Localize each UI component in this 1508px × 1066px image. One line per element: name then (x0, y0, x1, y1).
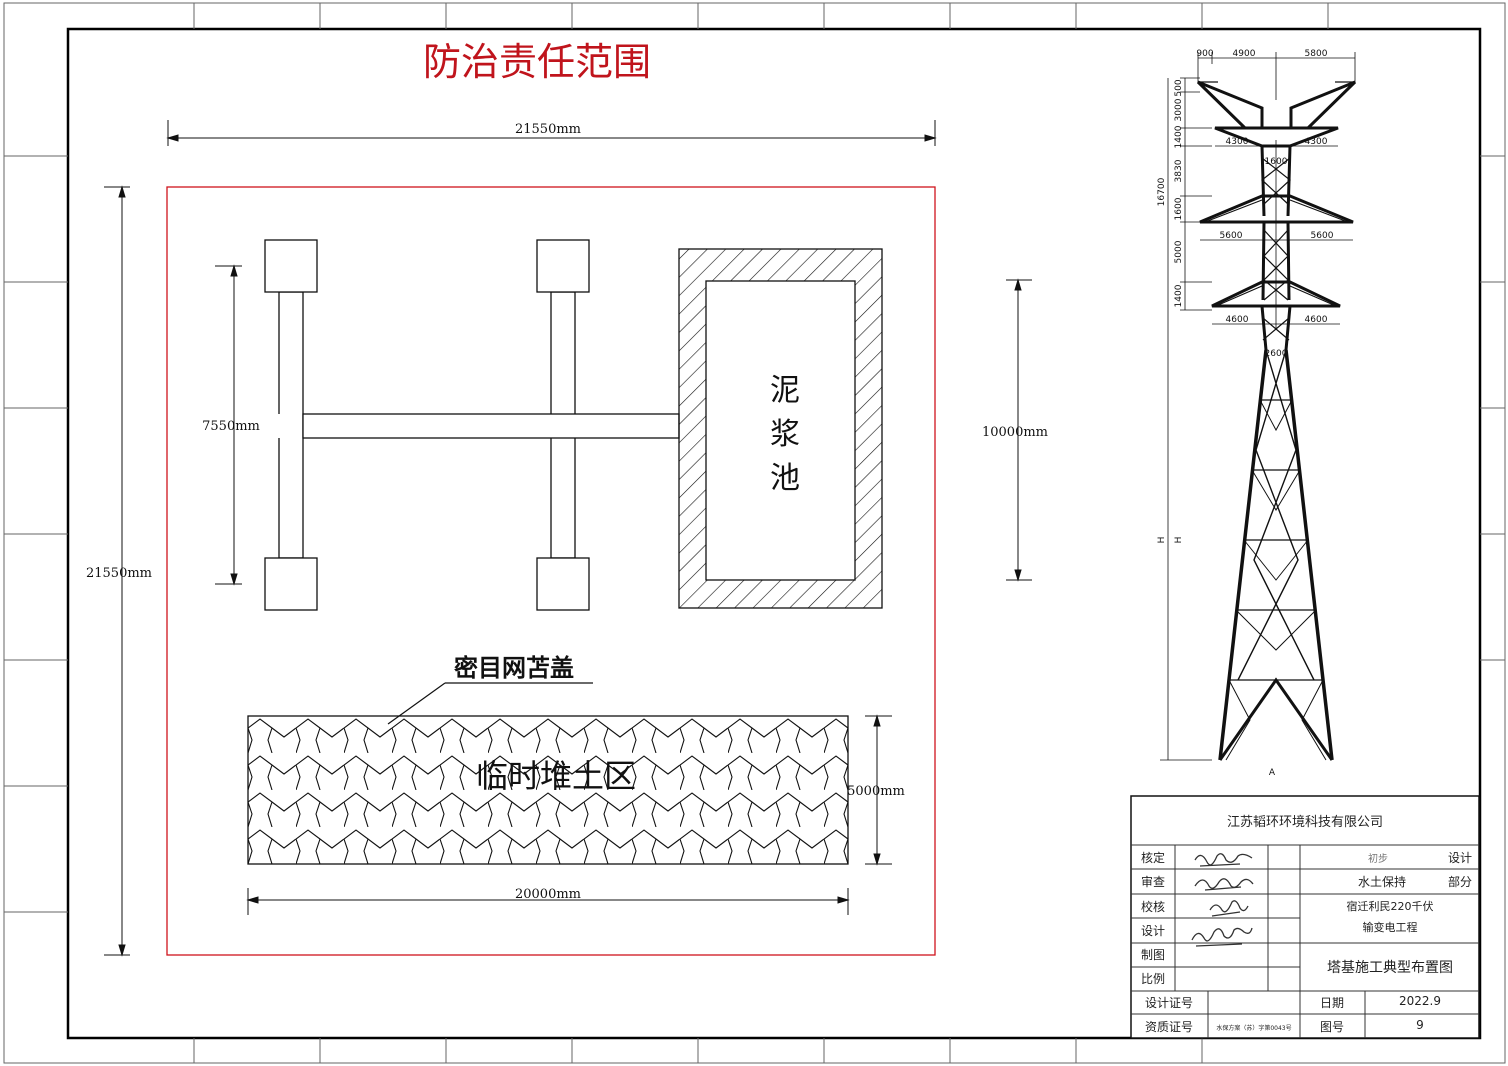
dim-label-foundation-span: 7550mm (202, 419, 260, 434)
drawing-name: 塔基施工典型布置图 (1327, 959, 1453, 976)
drawing-title: 防治责任范围 (423, 40, 651, 84)
foundation-beam-left (278, 291, 304, 559)
drawing-no-label: 图号 (1320, 1020, 1344, 1034)
foundation-pad (536, 239, 590, 293)
date-value: 2022.9 (1399, 994, 1441, 1008)
tower-dim-arm1-right: 4300 (1305, 137, 1328, 147)
signatures (1191, 853, 1254, 947)
role-check: 校核 (1141, 899, 1165, 914)
foundation-pad (264, 239, 318, 293)
tower-dim-arm3-left: 4600 (1226, 315, 1249, 325)
tower-dim-top-3: 5800 (1305, 49, 1328, 59)
tower-dim-h-outer: H (1157, 537, 1167, 544)
sheet-border (3, 2, 1506, 1064)
tower-foundation-layout (264, 239, 680, 611)
foundation-beam-cross (302, 413, 680, 439)
role-draft: 制图 (1141, 948, 1165, 962)
foundation-pad (264, 557, 318, 611)
project-name-line1: 宿迁利民220千伏 (1347, 899, 1434, 913)
slurry-pit-label-2: 浆 (770, 417, 800, 452)
slurry-pit-label-1: 泥 (770, 373, 800, 408)
dimension-top-width (166, 120, 937, 146)
foundation-pad (536, 557, 590, 611)
signature-check (1209, 900, 1249, 917)
tower-dim-top-2: 4900 (1233, 49, 1256, 59)
drawing-no-value: 9 (1416, 1018, 1424, 1032)
stage-design: 设计 (1448, 851, 1472, 865)
title-block (1130, 795, 1480, 1039)
tower-dim-left-7: 1400 (1174, 284, 1184, 307)
net-cover-label: 密目网苫盖 (454, 653, 574, 682)
dimension-soil-height (865, 714, 892, 866)
stage-small: 初步 (1368, 852, 1388, 865)
dimension-pit-height (1006, 278, 1032, 582)
temporary-soil-area (247, 715, 849, 865)
transmission-tower (1160, 52, 1357, 761)
dimension-left-height (104, 185, 130, 957)
project-name-line2: 输变电工程 (1363, 920, 1418, 934)
tower-dim-left-6: 5000 (1174, 240, 1184, 263)
tower-dimension-labels: 900 4900 5800 4300 4300 1600 5600 5600 4… (1157, 49, 1334, 778)
tower-dim-left-1: 500 (1174, 79, 1184, 96)
prevention-boundary (166, 186, 936, 956)
role-review: 审查 (1141, 874, 1165, 889)
date-label: 日期 (1320, 996, 1344, 1010)
tower-dim-h-inner: H (1174, 537, 1184, 544)
dim-label-top-width: 21550mm (515, 122, 581, 137)
dim-label-left-height: 21550mm (86, 566, 152, 581)
section-name: 水土保持 (1358, 874, 1406, 889)
tower-base-label: A (1269, 768, 1276, 778)
tower-dim-waist: 2600 (1265, 349, 1288, 359)
role-design: 设计 (1141, 924, 1165, 938)
dim-label-soil-width: 20000mm (515, 887, 581, 902)
role-approve: 核定 (1141, 850, 1165, 865)
tower-dim-total: 16700 (1157, 177, 1167, 206)
slurry-pit-label-3: 池 (770, 461, 800, 496)
tower-dim-arm2-right: 5600 (1311, 231, 1334, 241)
signature-review (1194, 878, 1254, 891)
tower-dim-left-5: 1600 (1174, 197, 1184, 220)
dim-label-pit-height: 10000mm (982, 425, 1048, 440)
dim-label-soil-height: 5000mm (847, 784, 905, 799)
tower-dim-top-1: 900 (1196, 49, 1213, 59)
role-scale: 比例 (1141, 972, 1165, 986)
dimension-foundation-span (215, 264, 242, 586)
tower-dim-left-4: 3830 (1174, 159, 1184, 182)
tower-dim-left-2: 3000 (1174, 98, 1184, 121)
slurry-pit (678, 248, 883, 609)
title-block-text: 江苏韬环环境科技有限公司 核定 审查 校核 设计 制图 比例 设计证号 资质证号… (1141, 814, 1472, 1034)
company-name: 江苏韬环环境科技有限公司 (1227, 814, 1383, 830)
section-part: 部分 (1448, 874, 1472, 889)
signature-design (1191, 927, 1253, 947)
cert-design-label: 设计证号 (1145, 996, 1193, 1010)
cert-quality-label: 资质证号 (1145, 1020, 1193, 1034)
soil-area-label: 临时堆土区 (476, 757, 636, 795)
tower-dim-arm2-left: 5600 (1220, 231, 1243, 241)
tower-dim-arm3-right: 4600 (1305, 315, 1328, 325)
cert-number: 水保方案（苏）字第0043号 (1216, 1024, 1291, 1032)
tower-dim-left-3: 1400 (1174, 125, 1184, 148)
signature-approve (1194, 853, 1253, 867)
tower-dim-arm1-left: 4300 (1226, 137, 1249, 147)
dimension-soil-width (246, 888, 850, 915)
tower-dim-neck: 1600 (1265, 157, 1288, 167)
